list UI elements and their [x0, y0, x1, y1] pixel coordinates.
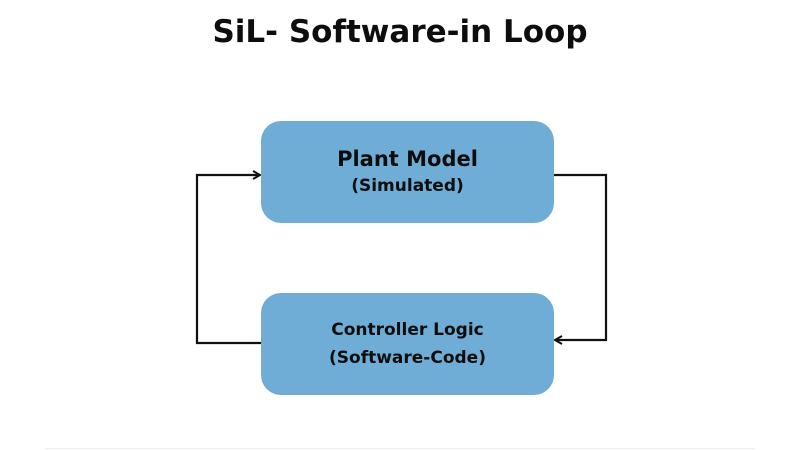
diagram-title: SiL- Software-in Loop	[212, 14, 588, 50]
bottom-divider	[45, 448, 755, 449]
edge-plant-to-controller	[554, 173, 608, 340]
controller-logic-node: Controller Logic (Software-Code)	[261, 293, 554, 395]
plant-model-title: Plant Model	[337, 147, 478, 171]
plant-model-node: Plant Model (Simulated)	[261, 121, 554, 223]
plant-model-subtitle: (Simulated)	[351, 176, 464, 196]
edge-controller-to-plant	[195, 175, 261, 345]
controller-logic-subtitle: (Software-Code)	[329, 348, 486, 368]
controller-logic-title: Controller Logic	[331, 320, 484, 340]
